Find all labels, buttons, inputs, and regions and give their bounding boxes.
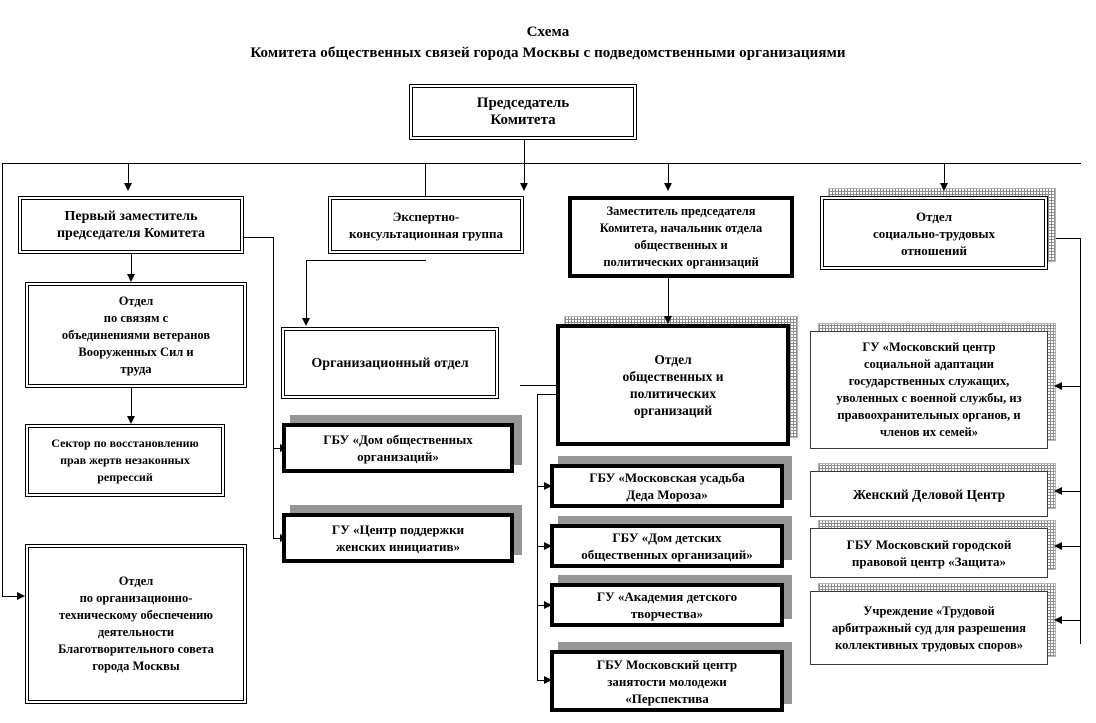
connector-drop-first-deputy [128, 163, 129, 185]
node-youth-employment[interactable]: ГБУ Московский центр занятости молодежи … [550, 650, 784, 712]
connector-left-trunk [2, 163, 3, 596]
connector-to-ded-moroz [537, 486, 547, 487]
node-women-business-label: Женский Деловой Центр [852, 486, 1006, 502]
connector-veterans-to-repression [131, 388, 132, 418]
node-legal-center-label: ГБУ Московский городской правовой центр … [846, 537, 1012, 569]
node-ded-moroz-label: ГБУ «Московская усадьба Деда Мороза» [589, 470, 745, 502]
connector-first-deputy-institutions-trunk [273, 237, 274, 539]
arrow-left-social-adaptation [1054, 382, 1062, 390]
arrow-right-youth-employment [544, 676, 552, 684]
node-repression-sector[interactable]: Сектор по восстановлению прав жертв неза… [25, 424, 225, 497]
node-first-deputy[interactable]: Первый заместитель председателя Комитета [18, 196, 244, 254]
node-first-deputy-label: Первый заместитель председателя Комитета [56, 209, 206, 241]
connector-top-distribution-bar [2, 163, 1081, 164]
node-women-initiatives[interactable]: ГУ «Центр поддержки женских инициатив» [282, 513, 514, 563]
node-expert-group[interactable]: Экспертно- консультационная группа [328, 196, 524, 254]
connector-branch-to-org-dept [306, 260, 307, 320]
connector-deputy-head-to-dept [668, 278, 669, 318]
node-labor-court[interactable]: Учреждение «Трудовой арбитражный суд для… [810, 591, 1048, 665]
arrow-right-charity-dept [17, 592, 25, 600]
arrow-right-children-academy [544, 601, 552, 609]
node-social-labor-dept-label: Отдел социально-трудовых отношений [872, 208, 996, 258]
node-veterans-dept[interactable]: Отдел по связям с объединениями ветерано… [25, 282, 247, 388]
node-labor-court-label: Учреждение «Трудовой арбитражный суд для… [831, 603, 1026, 652]
node-children-academy-label: ГУ «Академия детского творчества» [596, 589, 738, 621]
node-house-children-orgs-label: ГБУ «Дом детских общественных организаци… [581, 530, 753, 562]
node-social-adaptation[interactable]: ГУ «Московский центр социальной адаптаци… [810, 331, 1048, 449]
connector-drop-deputy-head [668, 163, 669, 185]
arrow-right-ded-moroz [544, 482, 552, 490]
node-repression-sector-label: Сектор по восстановлению прав жертв неза… [51, 436, 199, 484]
node-charity-dept[interactable]: Отдел по организационно- техническому об… [25, 544, 247, 704]
connector-first-deputy-to-veterans [131, 254, 132, 276]
connector-to-legal-center [1062, 546, 1081, 547]
node-org-dept-label: Организационный отдел [311, 355, 469, 371]
arrow-left-women-business [1054, 487, 1062, 495]
node-children-academy[interactable]: ГУ «Академия детского творчества» [550, 583, 784, 627]
node-veterans-dept-label: Отдел по связям с объединениями ветерано… [61, 293, 211, 376]
node-house-public-orgs[interactable]: ГБУ «Дом общественных организаций» [282, 423, 514, 473]
arrow-down-first-deputy [124, 183, 132, 191]
node-deputy-head-label: Заместитель председателя Комитета, начал… [599, 204, 763, 269]
connector-to-labor-court [1062, 620, 1081, 621]
connector-institutions-trunk-top [537, 394, 557, 395]
connector-to-house-children-orgs [537, 546, 547, 547]
node-house-public-orgs-label: ГБУ «Дом общественных организаций» [323, 432, 473, 464]
node-public-political-dept[interactable]: Отдел общественных и политических органи… [556, 324, 790, 446]
connector-to-house-public-orgs [273, 448, 283, 449]
node-women-business[interactable]: Женский Деловой Центр [810, 471, 1048, 517]
node-chairman[interactable]: Председатель Комитета [409, 84, 637, 140]
node-women-initiatives-label: ГУ «Центр поддержки женских инициатив» [331, 522, 465, 554]
connector-branch-jog-org-dept [306, 260, 426, 261]
node-org-dept[interactable]: Организационный отдел [281, 327, 499, 399]
connector-drop-expert-group [524, 163, 525, 185]
connector-to-social-adaptation [1062, 386, 1081, 387]
connector-drop-expert-branch [425, 163, 426, 197]
arrow-down-social-labor [940, 183, 948, 191]
connector-to-women-business [1062, 491, 1081, 492]
arrow-down-repression-sector [127, 416, 135, 424]
connector-right-institutions-trunk [1080, 238, 1081, 644]
arrow-down-veterans-dept [127, 274, 135, 282]
connector-to-youth-employment [537, 680, 547, 681]
arrow-down-expert-group [520, 183, 528, 191]
arrow-down-org-dept [302, 318, 310, 326]
node-social-labor-dept[interactable]: Отдел социально-трудовых отношений [820, 196, 1048, 270]
connector-stub-into-public-political-dept [520, 385, 556, 386]
node-chairman-label: Председатель Комитета [476, 95, 570, 128]
node-house-children-orgs[interactable]: ГБУ «Дом детских общественных организаци… [550, 524, 784, 568]
connector-left-trunk-to-charity [2, 596, 18, 597]
arrow-left-labor-court [1054, 616, 1062, 624]
node-youth-employment-label: ГБУ Московский центр занятости молодежи … [596, 656, 738, 706]
arrow-left-legal-center [1054, 542, 1062, 550]
diagram-title: Схема Комитета общественных связей город… [0, 22, 1096, 64]
connector-first-deputy-right-stub [244, 237, 274, 238]
arrow-right-house-children-orgs [544, 542, 552, 550]
node-ded-moroz[interactable]: ГБУ «Московская усадьба Деда Мороза» [550, 464, 784, 508]
node-public-political-dept-label: Отдел общественных и политических органи… [622, 352, 724, 418]
connector-drop-social-labor [944, 163, 945, 185]
node-deputy-head[interactable]: Заместитель председателя Комитета, начал… [568, 196, 794, 278]
connector-chairman-stem [524, 140, 525, 164]
title-line-1: Схема [526, 24, 570, 40]
connector-public-political-institutions-trunk [537, 394, 538, 680]
connector-social-labor-right-stub [1048, 238, 1081, 239]
arrow-down-deputy-head [664, 183, 672, 191]
connector-to-children-academy [537, 605, 547, 606]
node-expert-group-label: Экспертно- консультационная группа [349, 209, 503, 241]
title-line-2: Комитета общественных связей города Моск… [250, 45, 846, 61]
connector-to-women-initiatives [273, 538, 283, 539]
node-legal-center[interactable]: ГБУ Московский городской правовой центр … [810, 528, 1048, 578]
arrow-down-public-political-dept [664, 316, 672, 324]
node-social-adaptation-label: ГУ «Московский центр социальной адаптаци… [836, 340, 1022, 439]
node-charity-dept-label: Отдел по организационно- техническому об… [58, 574, 214, 673]
